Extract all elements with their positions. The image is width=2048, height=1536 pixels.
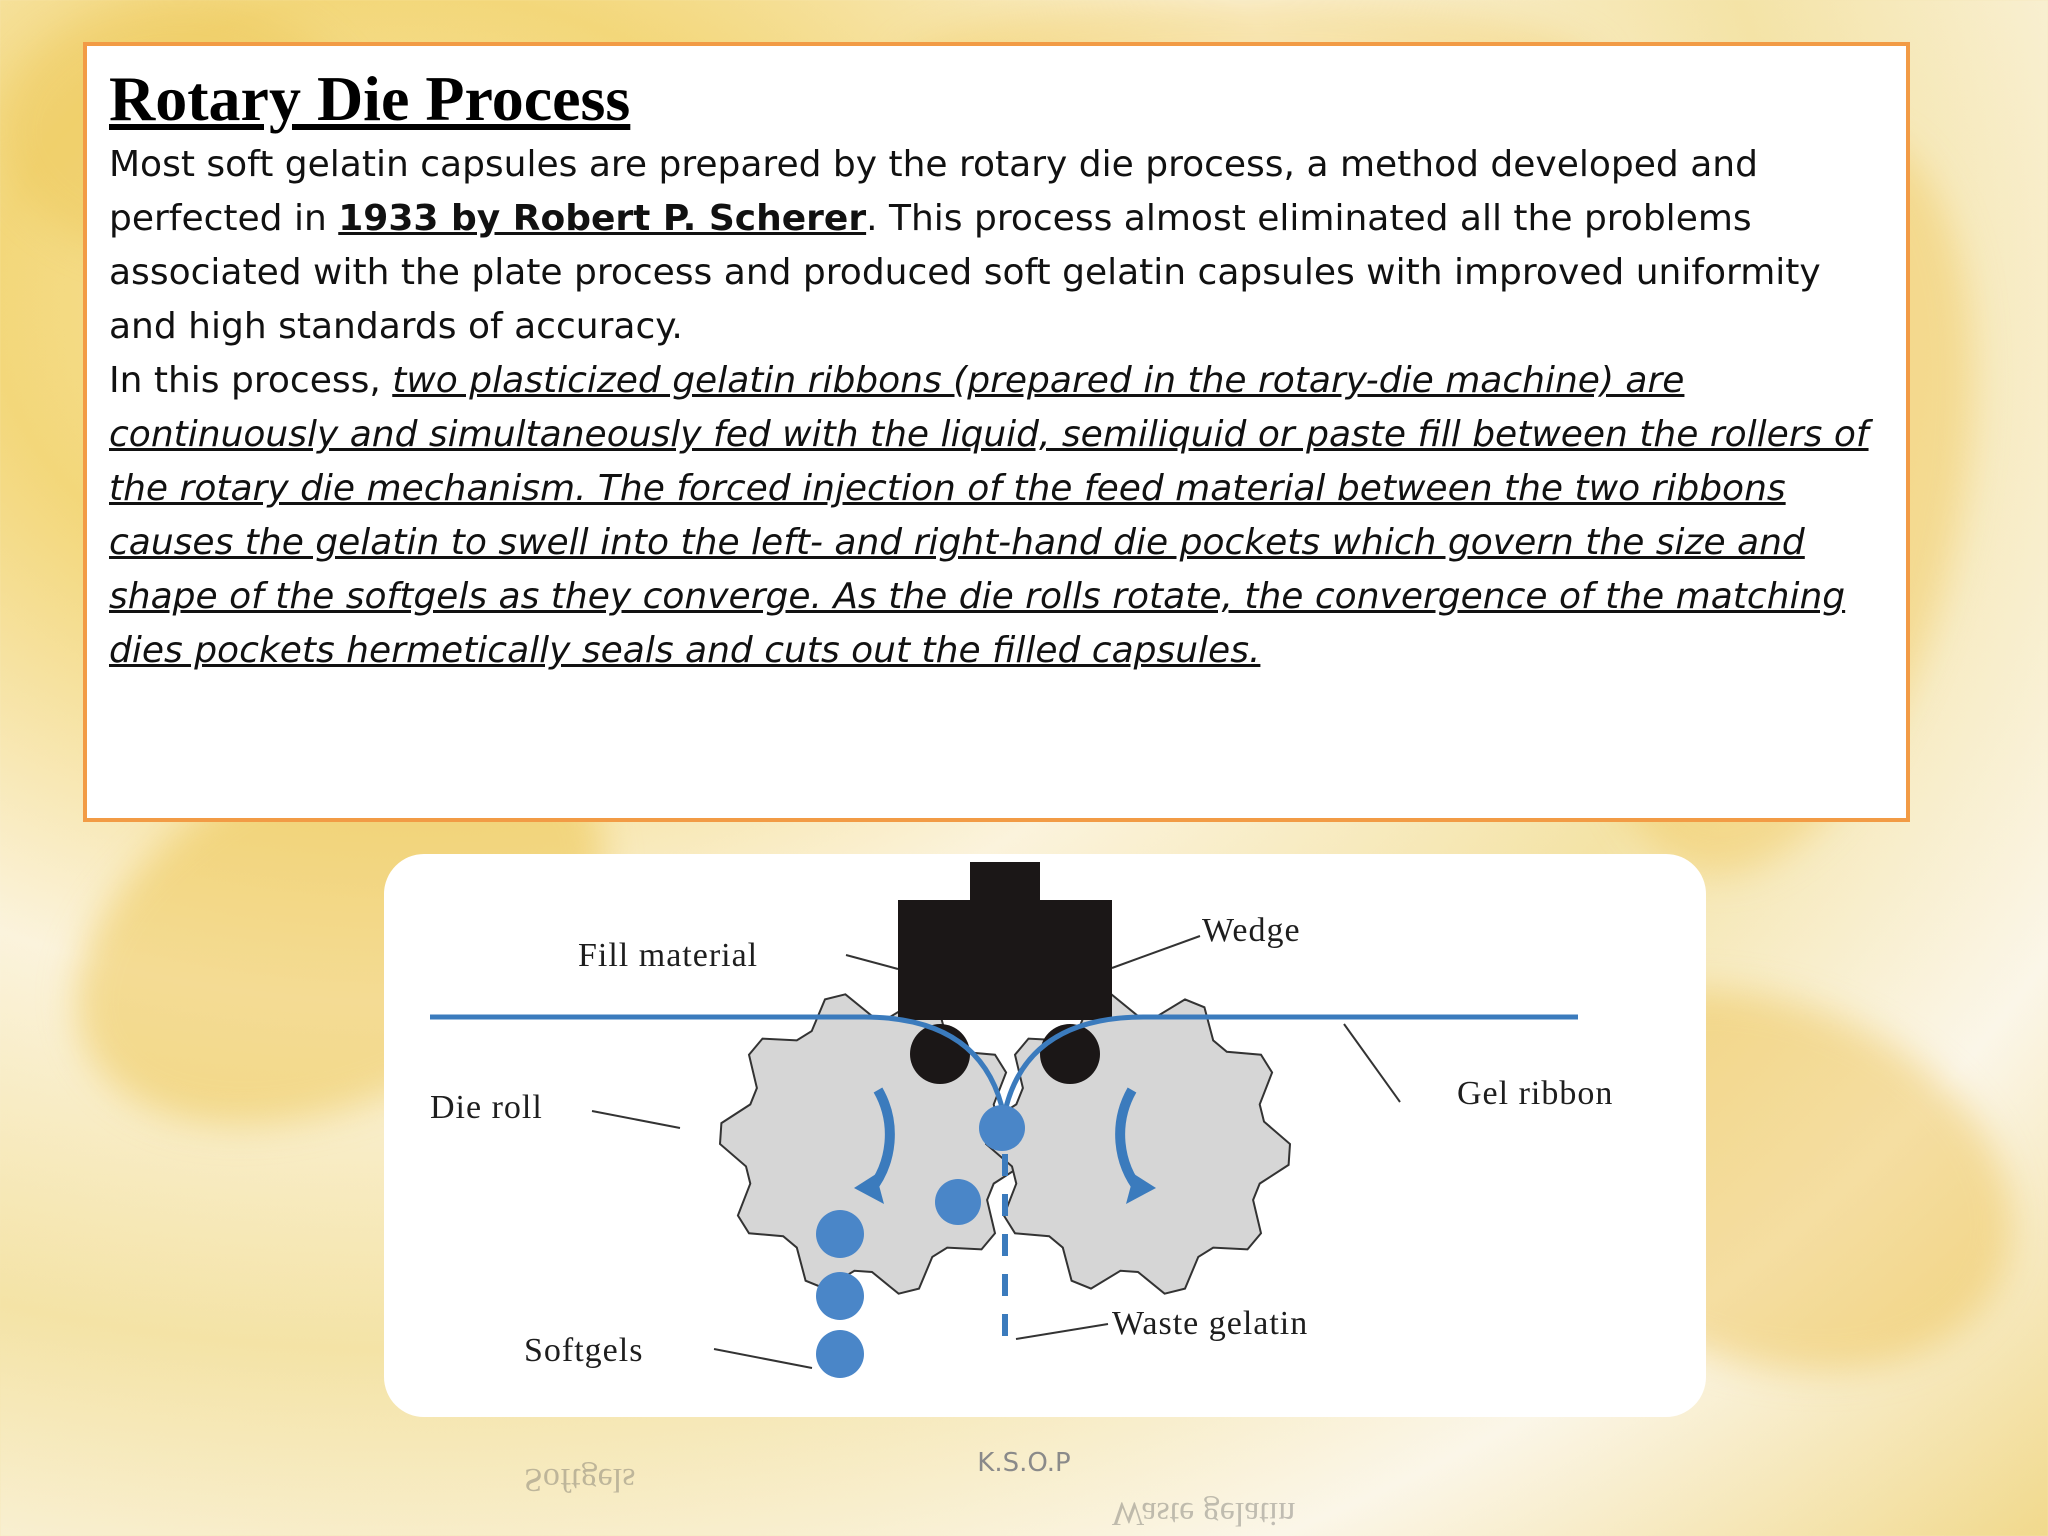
text-box: Rotary Die Process Most soft gelatin cap… — [83, 42, 1910, 822]
paragraph-1-text: Most soft gelatin capsules are prepared … — [109, 144, 1758, 240]
diagram-reflection: Softgels Waste gelatin — [384, 1420, 1706, 1536]
paragraph-2: In this process, two plasticized gelatin… — [109, 354, 1884, 678]
paragraph-1-text-end: . This process almost eliminated all the… — [109, 198, 1821, 348]
softgel — [816, 1210, 864, 1258]
rotary-die-diagram: Fill material Wedge Die roll Gel ribbon … — [384, 854, 1706, 1417]
inventor-highlight: 1933 by Robert P. Scherer — [338, 198, 867, 240]
gel-ribbon-left — [430, 1014, 1007, 1117]
left-die-roll — [718, 993, 1026, 1295]
softgel — [816, 1330, 864, 1378]
softgel — [816, 1272, 864, 1320]
gel-ribbon-right — [1001, 1014, 1578, 1117]
right-arrowhead-icon — [1126, 1174, 1156, 1204]
left-arrowhead-icon — [854, 1174, 884, 1204]
paragraph-1: Most soft gelatin capsules are prepared … — [109, 138, 1884, 354]
label-gel-ribbon: Gel ribbon — [1457, 1075, 1613, 1112]
softgel — [935, 1179, 981, 1225]
paragraph-2-lead: In this process, — [109, 360, 393, 402]
label-softgels: Softgels — [524, 1332, 643, 1369]
wedge-icon — [898, 862, 1112, 1084]
footer-label: K.S.O.P — [977, 1448, 1071, 1478]
label-wedge: Wedge — [1202, 912, 1301, 949]
reflection-waste-text: Waste gelatin — [1112, 1495, 1296, 1532]
process-description: two plasticized gelatin ribbons (prepare… — [109, 360, 1869, 672]
softgel — [979, 1105, 1025, 1151]
slide-title: Rotary Die Process — [109, 63, 631, 134]
leader-lines — [591, 935, 1401, 1369]
label-die-roll: Die roll — [430, 1089, 543, 1126]
diagram-canvas: Fill material Wedge Die roll Gel ribbon … — [430, 862, 1613, 1378]
label-waste-gelatin: Waste gelatin — [1112, 1305, 1308, 1342]
right-die-roll — [984, 993, 1292, 1295]
label-fill-material: Fill material — [578, 937, 758, 974]
